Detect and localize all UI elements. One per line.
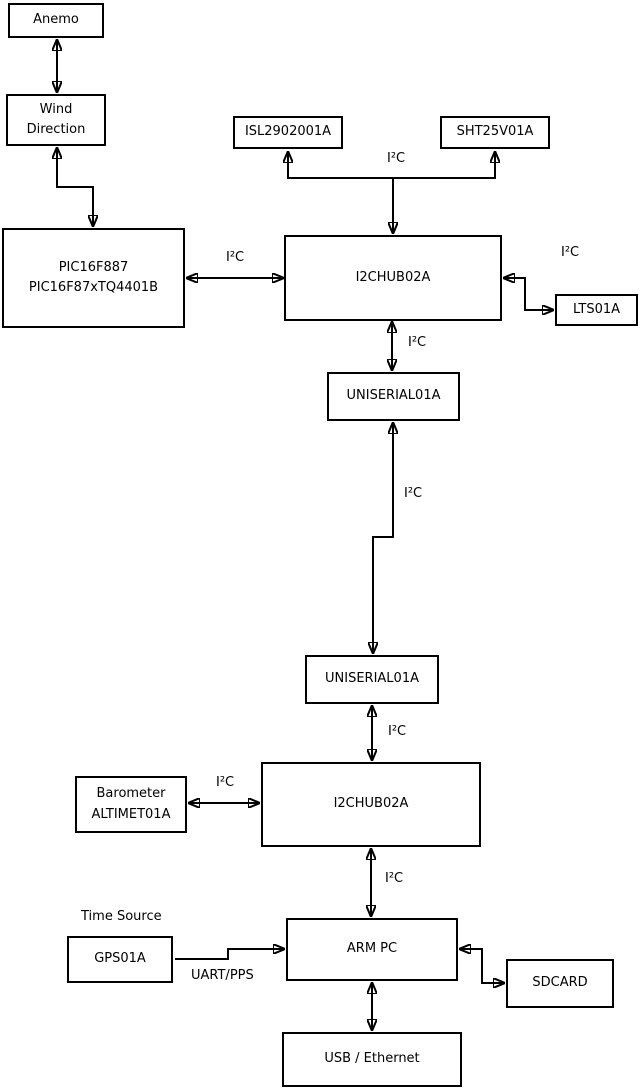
node-usb-ethernet: USB / Ethernet: [282, 1032, 462, 1087]
edge-armpc-sdcard: [460, 949, 504, 983]
edge-i2chub-lts: [504, 278, 553, 310]
node-gps01a: GPS01A: [67, 936, 173, 983]
label-uart-pps: UART/PPS: [191, 968, 254, 983]
node-wind-direction: Wind Direction: [6, 94, 106, 146]
label-i2c-hub-lts: I²C: [561, 245, 580, 260]
node-sdcard: SDCARD: [506, 959, 614, 1008]
node-uniserial01a-top: UNISERIAL01A: [327, 372, 460, 421]
node-barometer-altimet01a: Barometer ALTIMET01A: [75, 776, 187, 833]
label-time-source: Time Source: [81, 909, 162, 924]
node-i2chub02a-top: I2CHUB02A: [284, 235, 502, 321]
edge-gps-armpc: [175, 949, 284, 960]
edge-sensors-tee: [288, 152, 495, 179]
label-i2c-uniserial-link: I²C: [404, 486, 423, 501]
node-isl2902001a: ISL2902001A: [233, 116, 343, 149]
node-arm-pc: ARM PC: [286, 918, 458, 981]
label-i2c-hub-uniserial: I²C: [408, 335, 427, 350]
node-uniserial01a-bottom: UNISERIAL01A: [305, 655, 439, 704]
label-i2c-uniserial-hub2: I²C: [388, 724, 407, 739]
node-i2chub02a-bottom: I2CHUB02A: [261, 762, 481, 847]
label-i2c-pic-hub: I²C: [226, 250, 245, 265]
edge-uniserial-link: [373, 423, 393, 653]
node-sht25v01a: SHT25V01A: [440, 116, 550, 149]
label-i2c-hub2-armpc: I²C: [385, 871, 404, 886]
label-i2c-sensors: I²C: [387, 151, 406, 166]
label-i2c-barometer-hub2: I²C: [216, 775, 235, 790]
node-lts01a: LTS01A: [555, 294, 638, 326]
node-pic16f887: PIC16F887 PIC16F87xTQ4401B: [2, 228, 185, 328]
node-anemo: Anemo: [8, 3, 104, 38]
edge-winddirection-pic: [57, 148, 93, 226]
